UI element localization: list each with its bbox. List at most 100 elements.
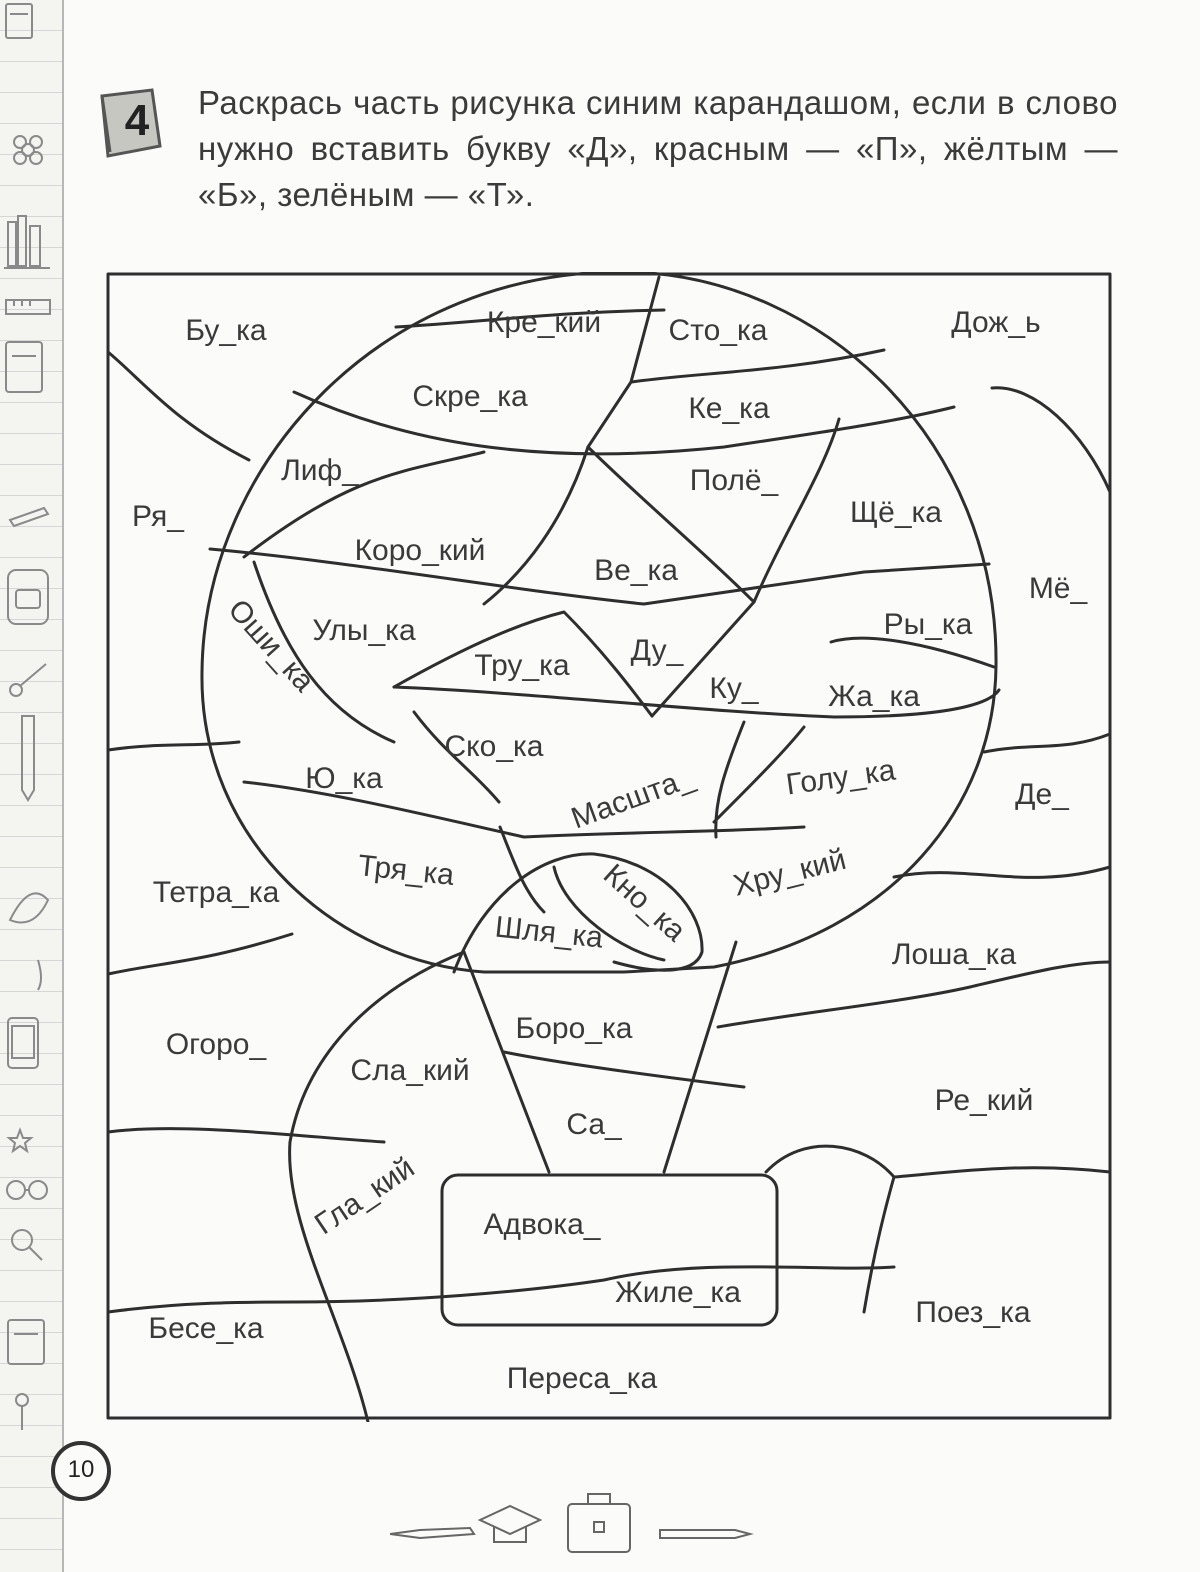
puzzle-word: Коро_кий: [355, 534, 486, 567]
puzzle-word: Кно_ка: [597, 858, 692, 948]
background-line: [764, 1144, 1112, 1179]
balloon-band-line: [392, 685, 1001, 719]
balloon-band-line: [629, 348, 886, 384]
puzzle-word: Сла_кий: [350, 1054, 469, 1087]
puzzle-word: Ю_ка: [305, 762, 383, 795]
puzzle-word: Са_: [566, 1108, 623, 1141]
background-line: [106, 740, 241, 752]
puzzle-word: Тетра_ка: [153, 876, 280, 909]
balloon-band-line: [714, 720, 746, 839]
puzzle-word: Щё_ка: [850, 496, 942, 529]
task-number-badge: 4: [98, 86, 164, 160]
puzzle-frame: [106, 272, 1112, 1420]
puzzle-word: Гла_кий: [309, 1151, 420, 1241]
scissors-icon: [9, 663, 47, 697]
balloon-inner-oval: [452, 852, 704, 974]
puzzle-word: Адвока_: [484, 1208, 602, 1241]
puzzle-word: Скре_ка: [412, 380, 528, 413]
balloon-rope: [502, 1050, 746, 1089]
background-line: [106, 350, 251, 462]
notebook-icon: [7, 1319, 45, 1365]
background-line: [106, 1300, 296, 1314]
puzzle-word: Поез_ка: [915, 1296, 1030, 1329]
puzzle-word: Ке_ка: [688, 392, 770, 425]
background-line: [990, 386, 1112, 494]
decorative-margin: [0, 0, 64, 1572]
pen-icon: [390, 1526, 476, 1540]
briefcase-icon: [567, 1493, 631, 1553]
puzzle-word: Масшта_: [567, 760, 700, 835]
background-line: [716, 960, 1112, 1029]
puzzle-word: Ку_: [709, 672, 759, 705]
pencil-icon: [8, 506, 50, 528]
puzzle-word: Жа_ка: [828, 680, 920, 713]
balloon-outline: [200, 272, 998, 974]
coloring-puzzle: Бу_ка Кре_кий Сто_ка Дож_ь Скре_ка Ке_ка…: [106, 272, 1112, 1422]
balloon-band-line: [712, 725, 806, 824]
balloon-rope: [662, 940, 738, 1174]
puzzle-word: Улы_ка: [312, 614, 416, 647]
puzzle-word: Шля_ка: [493, 910, 605, 954]
glasses-icon: [6, 1180, 48, 1200]
puzzle-word: Бесе_ка: [148, 1312, 264, 1345]
puzzle-word: Лоша_ка: [892, 938, 1017, 971]
balloon-band-line: [586, 275, 661, 449]
background-line: [106, 932, 294, 976]
page-number-badge: 10: [48, 1438, 114, 1504]
page-number: 10: [67, 1456, 95, 1483]
balloon-rope: [462, 950, 551, 1174]
puzzle-word: Голу_ка: [784, 754, 898, 802]
leaf-icon: [8, 892, 50, 991]
task-number: 4: [124, 96, 150, 145]
balloon-band-line: [412, 710, 501, 804]
balloon-band-line: [292, 390, 956, 456]
background-line: [982, 732, 1112, 754]
balloon-band-line: [242, 780, 806, 839]
puzzle-word: Хру_кий: [730, 843, 849, 903]
task-instruction: Раскрась часть рисунка синим карандашом,…: [198, 84, 1118, 213]
puzzle-word: Сто_ка: [669, 314, 768, 347]
puzzle-word: Ре_кий: [935, 1084, 1034, 1117]
puzzle-word: Де_: [1015, 778, 1070, 811]
puzzle-word: Переса_ка: [507, 1362, 658, 1395]
pencil-icon: [659, 1529, 754, 1539]
balloon-band-line: [482, 445, 590, 606]
background-line: [292, 1265, 896, 1304]
puzzle-word: Дож_ь: [951, 306, 1040, 339]
balloon-band-line: [394, 308, 666, 329]
backpack-icon: [7, 569, 49, 625]
balloon-band-line: [650, 600, 756, 718]
notebook-icon: [5, 3, 33, 39]
balloon-band-line: [208, 547, 991, 606]
pencil-icon: [21, 715, 35, 802]
balloon-inner-oval: [552, 865, 666, 962]
footer-decoration: [390, 1493, 754, 1553]
background-line: [862, 1175, 896, 1314]
balloon-band-line: [829, 636, 996, 669]
puzzle-word: Лиф_: [281, 454, 360, 487]
puzzle-word: Ры_ка: [884, 608, 973, 641]
balloon-band-line: [252, 560, 396, 744]
phone-icon: [7, 1017, 39, 1069]
books-icon: [4, 215, 50, 269]
puzzle-word: Боро_ка: [516, 1012, 633, 1045]
balloon-band-line: [242, 450, 486, 559]
puzzle-word: Жиле_ка: [615, 1276, 741, 1309]
balloon-band-line: [498, 825, 546, 914]
graduation-cap-icon: [477, 1504, 543, 1543]
puzzle-word: Полё_: [690, 464, 780, 497]
puzzle-word: Кре_кий: [487, 306, 601, 339]
puzzle-word: Ве_ка: [594, 554, 678, 587]
puzzle-word: Тру_ка: [474, 649, 569, 682]
puzzle-word: Мё_: [1029, 572, 1089, 605]
background-line: [288, 950, 466, 1422]
magnifier-icon: [11, 1229, 43, 1261]
puzzle-word: Ду_: [631, 634, 685, 667]
ruler-icon: [5, 299, 51, 315]
puzzle-word: Огоро_: [166, 1028, 268, 1061]
notebook-icon: [5, 341, 43, 393]
puzzle-word: Тря_ка: [356, 849, 456, 892]
puzzle-word: Ско_ка: [445, 730, 544, 763]
background-line: [106, 1127, 386, 1144]
background-line: [892, 865, 1112, 879]
